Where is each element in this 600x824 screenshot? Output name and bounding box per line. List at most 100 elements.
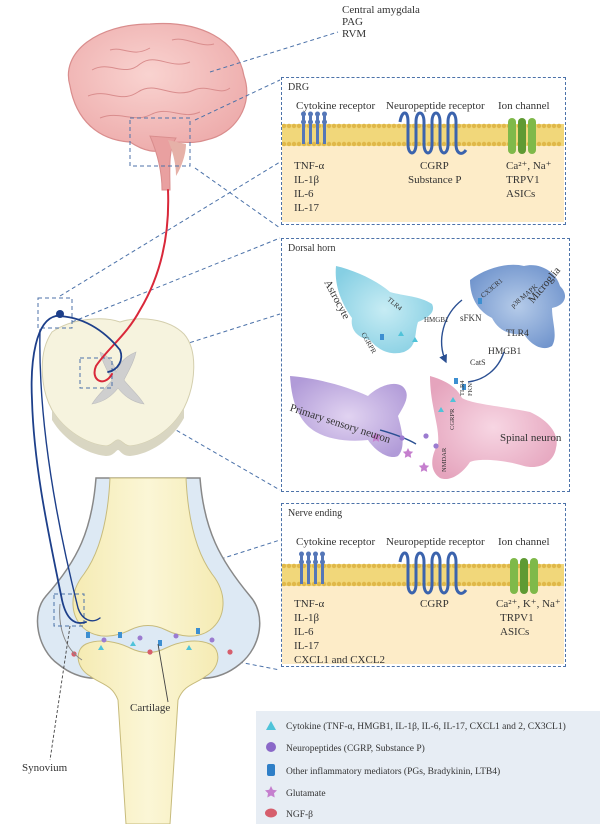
lipid-head [361, 563, 367, 569]
lipid-head [501, 581, 507, 587]
lipid-head [501, 123, 507, 129]
lipid-head [361, 581, 367, 587]
drg-col2-item-1: CGRP [420, 160, 449, 172]
lipid-head [491, 581, 497, 587]
lipid-head [466, 563, 472, 569]
lipid-head [356, 141, 362, 147]
lipid-head [291, 141, 297, 147]
lipid-head [341, 141, 347, 147]
lipid-head [336, 581, 342, 587]
lipid-head [496, 563, 502, 569]
lipid-head [396, 123, 402, 129]
neuropeptide-receptor-icon-2 [398, 551, 468, 595]
lipid-head [461, 581, 467, 587]
joint-mediators [71, 628, 233, 657]
lipid-head [466, 581, 472, 587]
nerve-col1-header: Cytokine receptor [296, 536, 376, 548]
lipid-head [461, 123, 467, 129]
neuropeptide-receptor-icon [398, 111, 468, 155]
lipid-head [461, 563, 467, 569]
lipid-head [471, 581, 477, 587]
legend-item-cytokine: Cytokine (TNF-α, HMGB1, IL-1β, IL-6, IL-… [264, 719, 566, 735]
nerve-membrane [281, 551, 564, 664]
nerve-ending-title: Nerve ending [288, 508, 343, 519]
lipid-head [346, 581, 352, 587]
lipid-head [441, 123, 447, 129]
lipid-head [486, 141, 492, 147]
spinal-neuron-cell [430, 376, 557, 480]
drg-col1-item-1: TNF-α [294, 160, 325, 172]
legend-item-mediators: Other inflammatory mediators (PGs, Brady… [264, 763, 500, 779]
lipid-head [326, 563, 332, 569]
drg-col1-item-2: IL-1β [294, 174, 320, 186]
lipid-head [326, 141, 332, 147]
joint-illustration [36, 477, 261, 824]
lipid-head [351, 141, 357, 147]
cytokine-receptor-icon-2 [299, 551, 325, 584]
lipid-head [426, 563, 432, 569]
lipid-head [381, 563, 387, 569]
lipid-head [546, 141, 552, 147]
lipid-head [391, 563, 397, 569]
lipid-head [426, 581, 432, 587]
lipid-head [541, 141, 547, 147]
lipid-head [326, 581, 332, 587]
lipid-head [556, 563, 562, 569]
cell-icon [264, 807, 280, 822]
lipid-head [336, 123, 342, 129]
nerve-col3-item-1: Ca²⁺, K⁺, Na⁺ [496, 598, 561, 610]
lipid-head [496, 581, 502, 587]
lipid-head [546, 123, 552, 129]
brain-target-2: PAG [342, 16, 363, 28]
microglia-hmgb1-label: HMGB1 [488, 347, 522, 357]
lipid-head [556, 123, 562, 129]
legend-item-glutamate: Glutamate [264, 785, 326, 801]
lipid-head [476, 563, 482, 569]
lipid-head [281, 581, 287, 587]
lipid-head [331, 563, 337, 569]
nerve-ending-panel: Nerve ending [281, 503, 566, 667]
nerve-col1-item-4: IL-17 [294, 640, 320, 652]
lipid-head [296, 123, 302, 129]
nerve-col1-item-1: TNF-α [294, 598, 325, 610]
nmdar-label: NMDAR [441, 447, 448, 472]
lipid-head [441, 581, 447, 587]
lipid-head [416, 581, 422, 587]
lipid-head [336, 563, 342, 569]
lipid-head [416, 123, 422, 129]
nerve-col3-header: Ion channel [498, 536, 550, 548]
lipid-head [331, 123, 337, 129]
microglia-tlr4-label: TLR4 [506, 329, 529, 339]
lipid-head [456, 563, 462, 569]
lipid-head [351, 563, 357, 569]
nerve-fibers [30, 189, 170, 624]
lipid-head [381, 141, 387, 147]
drg-col2-header: Neuropeptide receptor [386, 100, 485, 112]
lipid-head [311, 141, 317, 147]
cylinder-icon [264, 763, 280, 780]
sfkn-label: sFKN [460, 313, 482, 323]
lipid-head [286, 581, 292, 587]
lipid-head [341, 581, 347, 587]
lipid-head [476, 581, 482, 587]
lipid-head [346, 563, 352, 569]
lipid-head [416, 563, 422, 569]
lipid-head [486, 123, 492, 129]
lipid-head [401, 563, 407, 569]
cartilage-label: Cartilage [130, 702, 171, 714]
lipid-head [401, 123, 407, 129]
drg-col2-item-2: Substance P [408, 174, 462, 186]
lipid-head [486, 563, 492, 569]
drg-col3-header: Ion channel [498, 100, 550, 112]
dorsal-horn-panel: Dorsal horn [281, 238, 570, 492]
lipid-head [461, 141, 467, 147]
lipid-head [471, 141, 477, 147]
legend: Cytokine (TNF-α, HMGB1, IL-1β, IL-6, IL-… [256, 711, 600, 824]
astrocyte-cell [335, 266, 434, 354]
drg-panel: DRG [281, 77, 566, 225]
lipid-head [486, 581, 492, 587]
lipid-head [356, 581, 362, 587]
astro-hmgb1-label: HMGB1 [424, 316, 449, 324]
lipid-head [366, 141, 372, 147]
